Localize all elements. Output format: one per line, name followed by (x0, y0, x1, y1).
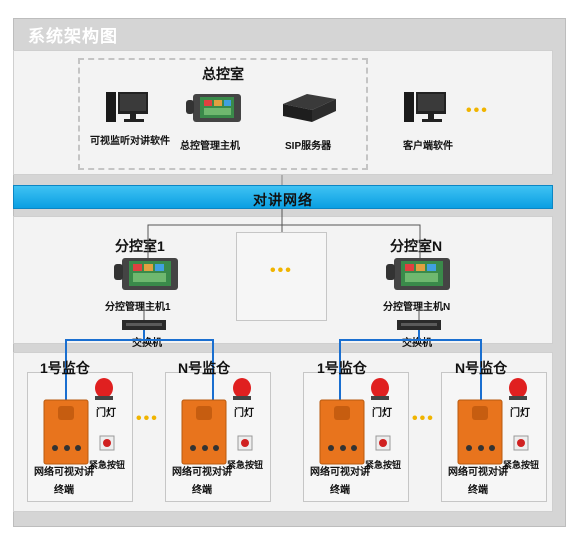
switch-icon-n (397, 320, 441, 330)
middle-dots: ••• (270, 262, 293, 279)
intercom-network-bus: 对讲网络 (13, 185, 553, 209)
cell-title-2: N号监仓 (178, 360, 231, 376)
sub-host-icon-n (386, 258, 450, 290)
control-item-label-4: 客户端软件 (403, 141, 453, 152)
door-light-icon (95, 378, 113, 400)
emergency-button-icon (237, 435, 253, 451)
terminal-label-3: 网络可视对讲终端 (310, 467, 370, 496)
control-room-boundary (78, 58, 368, 170)
middle-placeholder-box (236, 232, 327, 321)
door-light-label-4: 门灯 (510, 408, 530, 419)
client-pc-icon (404, 92, 446, 122)
control-room-title: 总控室 (202, 66, 244, 82)
emergency-button-label-2: 紧急按钮 (227, 460, 264, 470)
intercom-terminal-icon (181, 399, 227, 465)
sub-room-title-n: 分控室N (390, 238, 443, 254)
emergency-button-icon (99, 435, 115, 451)
intercom-terminal-icon (319, 399, 365, 465)
pc-monitor-icon (106, 92, 148, 122)
door-light-label-1: 门灯 (96, 408, 116, 419)
terminal-label-1: 网络可视对讲终端 (34, 467, 94, 496)
switch-label-1: 交换机 (132, 338, 162, 349)
cell-dots-1: ••• (136, 410, 159, 427)
control-item-label-3: SIP服务器 (285, 141, 332, 152)
cell-title-1: 1号监仓 (40, 360, 90, 376)
emergency-button-label-1: 紧急按钮 (89, 460, 126, 470)
intercom-terminal-icon (457, 399, 503, 465)
emergency-button-label-4: 紧急按钮 (503, 460, 540, 470)
control-item-label-2: 总控管理主机 (180, 141, 240, 152)
emergency-button-icon (513, 435, 529, 451)
sub-host-label-1: 分控管理主机1 (105, 302, 171, 313)
door-light-icon (371, 378, 389, 400)
door-light-icon (509, 378, 527, 400)
switch-icon-1 (122, 320, 166, 330)
cell-title-3: 1号监仓 (317, 360, 367, 376)
network-label: 对讲网络 (253, 192, 313, 208)
sub-host-icon-1 (114, 258, 178, 290)
emergency-button-label-3: 紧急按钮 (365, 460, 402, 470)
terminal-label-2: 网络可视对讲终端 (172, 467, 232, 496)
cell-dots-2: ••• (412, 410, 435, 427)
control-item-label-1: 可视监听对讲软件 (90, 136, 170, 147)
cell-title-4: N号监仓 (455, 360, 508, 376)
door-light-label-3: 门灯 (372, 408, 392, 419)
door-light-label-2: 门灯 (234, 408, 254, 419)
diagram-title: 系统架构图 (28, 27, 118, 46)
sub-host-label-n: 分控管理主机N (383, 302, 451, 313)
emergency-button-icon (375, 435, 391, 451)
sub-room-title-1: 分控室1 (115, 238, 165, 254)
terminal-label-4: 网络可视对讲终端 (448, 467, 508, 496)
intercom-terminal-icon (43, 399, 89, 465)
control-host-icon (186, 94, 241, 122)
switch-label-n: 交换机 (402, 338, 432, 349)
sip-server-icon (283, 94, 336, 122)
control-room-dots: ••• (466, 102, 489, 119)
door-light-icon (233, 378, 251, 400)
